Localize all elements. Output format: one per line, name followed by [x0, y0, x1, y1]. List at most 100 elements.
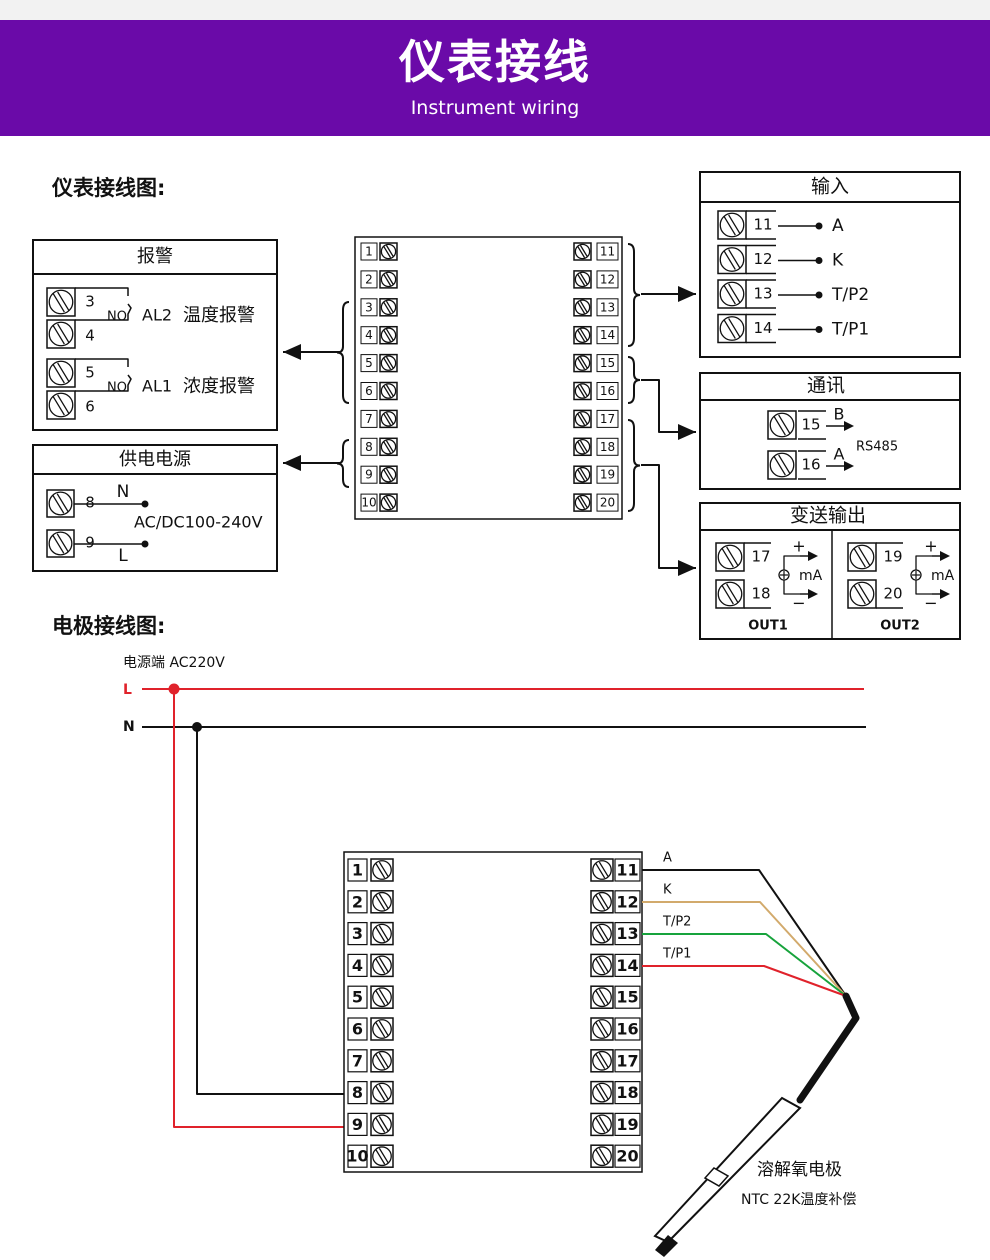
input-signal-label: K — [832, 251, 844, 271]
terminal-number-box — [614, 890, 641, 914]
screw-terminal-icon — [598, 1084, 609, 1100]
screw-terminal-icon — [573, 493, 592, 512]
screw-terminal-icon — [46, 358, 76, 388]
screw-terminal-icon — [370, 1080, 394, 1105]
screw-terminal-icon — [574, 439, 591, 455]
output-plus-sign: + — [792, 537, 805, 556]
screw-terminal-icon — [574, 411, 591, 427]
probe-wire — [642, 965, 847, 997]
screw-terminal-icon — [719, 316, 745, 341]
power-box — [32, 444, 278, 572]
terminal-number-box — [360, 270, 378, 289]
screw-terminal-icon — [573, 409, 592, 429]
terminal-number-box — [347, 921, 368, 946]
terminal-number-box — [360, 382, 378, 400]
screw-terminal-icon — [592, 1019, 612, 1039]
screw-terminal-icon — [383, 301, 392, 314]
screw-terminal-icon — [375, 926, 386, 942]
screw-terminal-icon — [573, 325, 592, 345]
terminal-number: 6 — [352, 1020, 363, 1039]
screw-terminal-icon — [372, 1146, 392, 1167]
screw-terminal-icon — [383, 441, 392, 454]
screw-terminal-icon — [573, 465, 592, 484]
screw-terminal-icon — [579, 328, 588, 341]
screw-terminal-icon — [577, 246, 586, 258]
screw-terminal-icon — [723, 319, 736, 339]
screw-terminal-icon — [380, 411, 397, 427]
screw-terminal-icon — [598, 988, 609, 1005]
terminal-number-box — [614, 921, 641, 946]
screw-terminal-icon — [380, 243, 397, 260]
screw-terminal-icon — [728, 249, 741, 269]
switch-contact-icon — [105, 374, 132, 392]
probe-wire-label: T/P1 — [662, 947, 691, 962]
bracket-output — [627, 419, 641, 512]
screw-terminal-icon — [380, 494, 397, 511]
alarm-contact-type: NO — [107, 381, 127, 396]
output-box-title: 变送输出 — [790, 505, 866, 527]
screw-terminal-icon — [858, 583, 871, 603]
terminal-number-box — [347, 890, 368, 914]
screw-terminal-icon — [595, 990, 606, 1006]
input-dot — [815, 222, 823, 230]
screw-terminal-icon — [767, 410, 797, 440]
probe-cable — [796, 992, 860, 1104]
alarm-terminal-label: 5 — [85, 364, 95, 382]
screw-terminal-icon — [378, 1052, 389, 1068]
screw-terminal-icon — [48, 392, 74, 418]
output-terminal-label: 17 — [751, 548, 770, 566]
screw-terminal-icon — [577, 301, 586, 314]
screw-terminal-icon — [579, 496, 588, 509]
screw-terminal-icon — [372, 987, 392, 1008]
screw-terminal-icon — [719, 212, 745, 238]
terminal-number-box — [596, 382, 619, 400]
terminal-number: 14 — [616, 956, 638, 975]
electrode-section-title: 电极接线图: — [52, 614, 166, 638]
probe-note: NTC 22K温度补偿 — [741, 1192, 856, 1208]
output-terminal-label: 19 — [883, 548, 902, 566]
screw-terminal-icon — [590, 1112, 614, 1137]
screw-terminal-icon — [598, 861, 609, 877]
screw-terminal-icon — [717, 279, 747, 309]
screw-terminal-icon — [48, 289, 74, 315]
screw-terminal-icon — [48, 531, 73, 556]
screw-terminal-icon — [579, 245, 588, 257]
output-unit: mA — [931, 568, 955, 584]
screw-terminal-icon — [773, 416, 786, 436]
screw-terminal-icon — [717, 313, 747, 344]
screw-terminal-icon — [592, 891, 612, 912]
screw-terminal-icon — [385, 328, 394, 341]
screw-terminal-icon — [767, 450, 797, 480]
screw-terminal-icon — [372, 955, 392, 976]
terminal-number: 4 — [365, 328, 373, 342]
screw-terminal-icon — [595, 958, 606, 974]
screw-terminal-icon — [52, 325, 65, 345]
terminal-number-box — [360, 242, 378, 261]
screw-terminal-icon — [573, 270, 592, 289]
terminal-number-box — [347, 1080, 368, 1105]
screw-terminal-icon — [598, 1147, 609, 1164]
screw-terminal-icon — [375, 1117, 386, 1133]
screw-terminal-icon — [715, 542, 745, 572]
screw-terminal-icon — [590, 985, 614, 1009]
input-dot — [815, 257, 823, 264]
screw-terminal-icon — [853, 585, 866, 605]
output-terminal-label: 18 — [751, 585, 770, 603]
probe-tip — [655, 1235, 678, 1257]
screw-terminal-icon — [574, 466, 591, 483]
comm-signal-label: B — [834, 405, 845, 424]
alarm-relay-name: AL1 — [142, 377, 172, 396]
comm-terminal-label: 16 — [801, 456, 820, 474]
bracket-comm — [627, 356, 641, 404]
power-label-n: N — [117, 482, 130, 502]
screw-terminal-icon — [858, 546, 871, 566]
screw-terminal-icon — [56, 533, 69, 552]
screw-terminal-icon — [370, 1017, 394, 1041]
screw-terminal-icon — [385, 412, 394, 425]
screw-terminal-icon — [579, 356, 588, 369]
screw-terminal-icon — [48, 321, 74, 347]
screw-terminal-icon — [590, 921, 614, 946]
screw-terminal-icon — [378, 1084, 389, 1100]
screw-terminal-icon — [598, 893, 609, 909]
screw-terminal-icon — [573, 353, 592, 373]
